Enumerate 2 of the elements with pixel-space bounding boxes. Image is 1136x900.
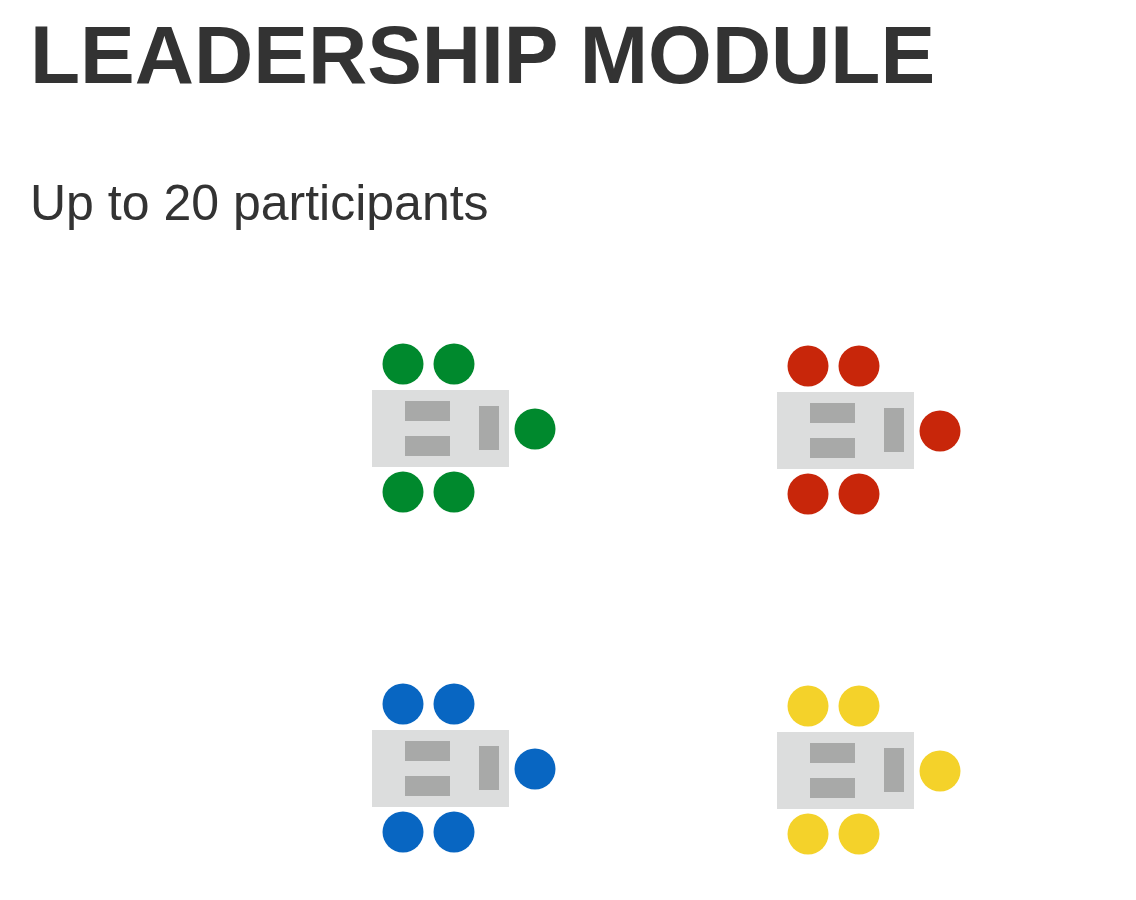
subtitle: Up to 20 participants — [30, 178, 489, 228]
title: LEADERSHIP MODULE — [30, 14, 936, 96]
